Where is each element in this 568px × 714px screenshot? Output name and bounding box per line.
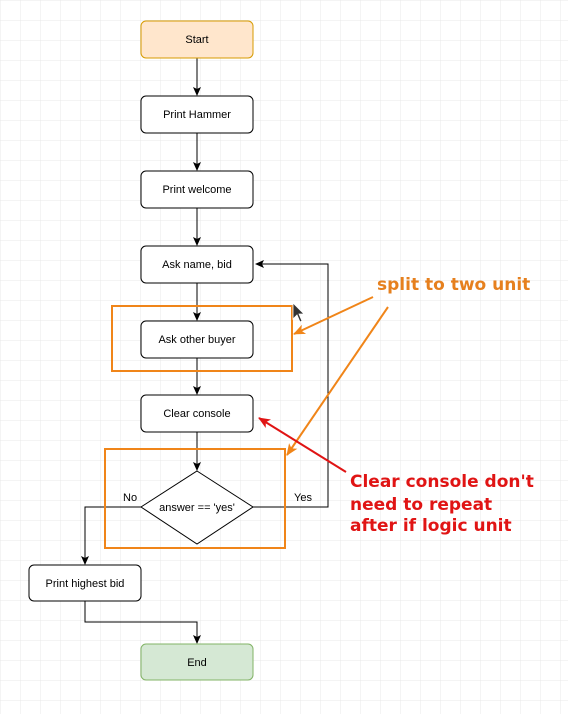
- node-print-welcome[interactable]: Print welcome: [140, 170, 254, 209]
- node-print-highest-bid-label: Print highest bid: [46, 578, 125, 590]
- highlight-box-decision: [104, 448, 286, 549]
- annotation-clear-line-2: need to repeat: [350, 495, 492, 515]
- node-end[interactable]: End: [140, 643, 254, 681]
- annotation-split: split to two unit: [377, 275, 530, 295]
- edge-label-no: No: [123, 492, 137, 504]
- node-print-welcome-label: Print welcome: [162, 184, 231, 196]
- node-decision-label: answer == 'yes': [159, 502, 235, 514]
- annotation-arrow-split-2: [286, 306, 389, 456]
- node-clear-console-label: Clear console: [163, 408, 230, 420]
- annotation-clear-line-3: after if logic unit: [350, 516, 512, 536]
- node-ask-name-bid[interactable]: Ask name, bid: [140, 245, 254, 284]
- highlight-box-ask-other-buyer: [111, 305, 293, 372]
- annotation-arrow-clear: [258, 417, 347, 473]
- node-ask-name-bid-label: Ask name, bid: [162, 259, 232, 271]
- node-print-hammer[interactable]: Print Hammer: [140, 95, 254, 134]
- edge-decision-yes-loop: [253, 260, 329, 508]
- annotation-arrow-split-1: [293, 296, 374, 335]
- node-decision[interactable]: answer == 'yes': [140, 470, 254, 545]
- node-start[interactable]: Start: [140, 20, 254, 59]
- edge-highest-to-end: [84, 601, 201, 644]
- connectors: [81, 58, 329, 644]
- node-ask-other-buyer-label: Ask other buyer: [158, 334, 235, 346]
- annotation-clear-line-1: Clear console don't: [350, 472, 534, 492]
- node-end-label: End: [187, 657, 207, 669]
- edge-label-yes: Yes: [294, 492, 312, 504]
- node-print-hammer-label: Print Hammer: [163, 109, 231, 121]
- mouse-cursor-icon: [292, 302, 305, 323]
- node-clear-console[interactable]: Clear console: [140, 394, 254, 433]
- edge-decision-no: [81, 506, 141, 565]
- node-ask-other-buyer[interactable]: Ask other buyer: [140, 320, 254, 359]
- node-start-label: Start: [185, 34, 208, 46]
- node-print-highest-bid[interactable]: Print highest bid: [28, 564, 142, 602]
